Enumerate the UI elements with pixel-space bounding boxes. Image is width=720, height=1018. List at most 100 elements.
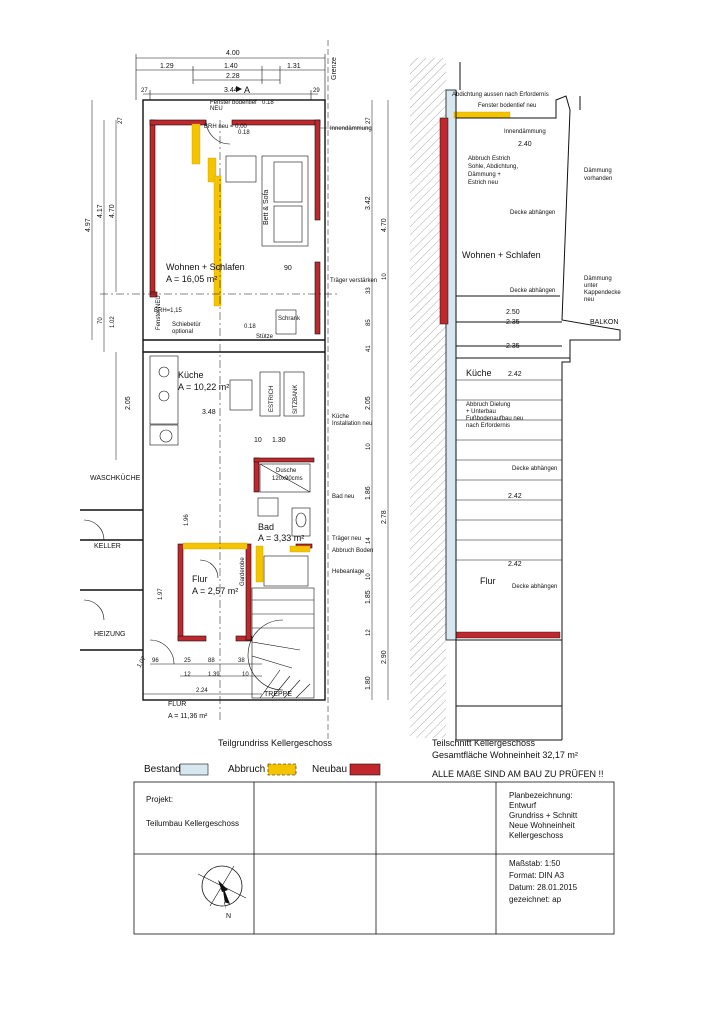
room-kueche-area: A = 10,22 m² <box>178 382 229 392</box>
brh-top: BRH neu = 0,00 <box>204 124 248 130</box>
flur2-label: FLUR <box>168 701 186 708</box>
room-bad-area: A = 3,33 m² <box>258 533 304 543</box>
gesamtflaeche: Gesamtfläche Wohneinheit 32,17 m² <box>432 750 578 760</box>
dim-right-m: 1.85 <box>365 590 372 604</box>
traeger-neu: Träger neu <box>332 536 361 542</box>
daemmung-kappe-0: Dämmung <box>584 276 612 282</box>
format: Format: DIN A3 <box>509 871 565 880</box>
dim-018b: 0.18 <box>244 324 256 330</box>
abbruch-dielung-2: Fußbodenaufbau neu <box>466 416 523 422</box>
stuetze-label: Stütze <box>256 334 274 340</box>
section-room-flur: Flur <box>480 576 496 586</box>
decke-abhaengen-4: Decke abhängen <box>512 584 557 590</box>
gezeichnet: gezeichnet: ap <box>509 895 562 904</box>
dim-right-p: 1.80 <box>365 676 372 690</box>
window-demolition-section <box>453 111 511 119</box>
legend-abbruch-swatch <box>267 763 297 776</box>
room-bad: Bad <box>258 522 274 532</box>
section-dim-235b: 2.35 <box>506 343 520 350</box>
new-floor-section <box>455 631 561 639</box>
section-arrow-icon <box>236 86 242 92</box>
traeger-verstaerken: Träger verstärken <box>330 278 377 284</box>
section-marker-a: A <box>244 85 250 95</box>
dim-left-f: 27 <box>118 117 124 124</box>
dim-bottom-d: 38 <box>238 658 245 664</box>
planbez-label: Planbezeichnung: <box>509 791 573 800</box>
legend-neubau-label: Neubau <box>312 764 347 775</box>
planbez-3: Kellergeschoss <box>509 831 563 840</box>
dim-bottom-i: 1.07 <box>137 655 148 669</box>
dim-right-f: 41 <box>366 345 372 352</box>
demolition-elements <box>182 123 311 583</box>
dim-90: 90 <box>284 265 292 272</box>
dim-top-b: 1.40 <box>224 63 238 70</box>
bad-neu: Bad neu <box>332 494 354 500</box>
abbruch-estrich-1: Sohle, Abdichtung, <box>468 164 518 170</box>
dim-right-i: 1.86 <box>365 486 372 500</box>
dim-right-h: 10 <box>366 443 372 450</box>
grenze-label: Grenze <box>331 57 338 80</box>
plan-top-dimensions <box>135 54 326 100</box>
dim-right-o: 2.90 <box>381 650 388 664</box>
legend-abbruch-label: Abbruch <box>228 764 265 775</box>
north-arrow-icon <box>197 865 247 910</box>
bett-sofa-label: Bett & Sofa <box>263 189 270 225</box>
dim-top-e: 3.44 <box>224 87 238 94</box>
section-room-kueche: Küche <box>466 368 492 378</box>
legend-neubau-swatch <box>349 763 381 776</box>
sitzbank-label: SITZBANK <box>293 385 299 414</box>
new-insulation-section <box>439 117 449 325</box>
abbruch-estrich-0: Abbruch Estrich <box>468 156 510 162</box>
datum: Datum: 28.01.2015 <box>509 883 578 892</box>
dim-bottom-a: 96 <box>152 658 159 664</box>
plan-bottom-dimensions <box>143 663 262 695</box>
section-dim-242c: 2.42 <box>508 561 522 568</box>
daemmung-kappe-3: neu <box>584 297 594 303</box>
treppe-label: TREPPE <box>264 691 292 698</box>
abbruch-boden: Abbruch Boden <box>332 548 373 554</box>
dim-right-a: 3.42 <box>365 196 372 210</box>
dim-top-wall-left: 27 <box>141 88 148 94</box>
dim-bottom-c: 88 <box>208 658 215 664</box>
dim-left-total: 4.97 <box>85 218 92 232</box>
section-outline <box>455 62 621 741</box>
section-dim-235a: 2.35 <box>506 319 520 326</box>
section-drawing: Abdichtung aussen nach Erfordernis Fenst… <box>410 58 621 779</box>
section-dim-250: 2.50 <box>506 309 520 316</box>
window-sub: NEU <box>210 106 223 112</box>
kueche-install: Küche <box>332 414 350 420</box>
daemmung-vorhanden-0: Dämmung <box>584 168 612 174</box>
daemmung-kappe-2: Kappendecke <box>584 290 621 296</box>
dim-bottom-f: 1.39 <box>208 672 220 678</box>
dim-top-d: 2.28 <box>226 73 240 80</box>
schrank-label: Schrank <box>278 316 301 322</box>
section-innendaemmung: Innendämmung <box>504 129 546 135</box>
dim-right-l: 10 <box>366 573 372 580</box>
floor-plan: 4.00 1.29 1.40 1.31 2.28 27 29 3.44 A Gr… <box>80 40 389 748</box>
window-dim: 0.18 <box>262 100 274 106</box>
planbez-1: Grundriss + Schnitt <box>509 811 578 820</box>
section-stair-lines <box>456 379 562 561</box>
room-flur-area: A = 2,57 m² <box>192 586 238 596</box>
massstab: Maßstab: 1:50 <box>509 859 561 868</box>
existing-walls <box>80 99 326 701</box>
waschkueche-label: WASCHKÜCHE <box>90 474 141 482</box>
dim-right-g: 2.05 <box>365 396 372 410</box>
abdichtung-label: Abdichtung aussen nach Erfordernis <box>452 92 549 98</box>
plan-caption: Teilgrundriss Kellergeschoss <box>218 738 333 748</box>
dim-right-d: 10 <box>382 273 388 280</box>
plan-right-dimensions <box>371 100 389 700</box>
dim-right-q: 27 <box>366 117 372 124</box>
dim-bottom-g: 10 <box>242 672 249 678</box>
flur2-area: A = 11,36 m² <box>168 713 208 720</box>
planbez-2: Neue Wohneinheit <box>509 821 575 830</box>
dim-348: 3.48 <box>202 409 216 416</box>
dim-top-c: 1.31 <box>287 63 301 70</box>
room-kueche: Küche <box>178 370 204 380</box>
title-block: Projekt: Teilumbau Kellergeschoss Planbe… <box>133 781 615 935</box>
dim-top-a: 1.29 <box>160 63 174 70</box>
schiebetuer-sub: optional <box>172 329 193 335</box>
decke-abhaengen-1: Decke abhängen <box>510 210 555 216</box>
dusche-sub: 120x90cms <box>272 476 303 482</box>
dim-bottom-e: 12 <box>184 672 191 678</box>
